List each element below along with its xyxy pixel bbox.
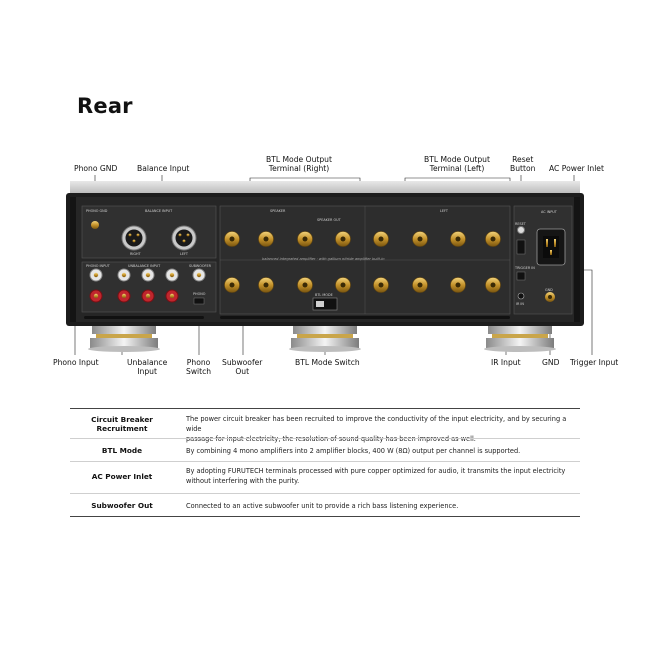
feature-desc-subwoofer: Connected to an active subwoofer unit to… — [186, 501, 582, 511]
feature-title-subwoofer: Subwoofer Out — [70, 501, 174, 510]
feature-title-line: BTL Mode — [101, 446, 143, 455]
panel-label-left: LEFT — [180, 252, 188, 256]
callout-subwoofer-line2: Out — [235, 367, 250, 376]
panel-label-right: RIGHT — [130, 252, 141, 256]
panel-label-reset: RESET — [515, 222, 526, 226]
feature-desc-ac-inlet: By adopting FURUTECH terminals processed… — [186, 466, 582, 486]
callout-btl-left-line1: BTL Mode Output — [424, 155, 490, 164]
panel-label-btl: BTL MODE — [315, 293, 333, 297]
feature-title-ac-inlet: AC Power Inlet — [70, 472, 174, 481]
panel-label-brand-line: balanced integrated amplifier · with gal… — [262, 257, 385, 261]
panel-label-trigger: TRIGGER IN — [515, 266, 535, 270]
callout-btl-left-line2: Terminal (Left) — [429, 164, 485, 173]
feature-desc-circuit-breaker: The power circuit breaker has been recru… — [186, 414, 582, 444]
callout-subwoofer-line1: Subwoofer — [222, 358, 263, 367]
panel-label-unbalance: UNBALANCE INPUT — [128, 264, 161, 268]
table-top-rule — [70, 408, 580, 409]
feature-desc-btl-mode: By combining 4 mono amplifiers into 2 am… — [186, 446, 582, 456]
table-row-divider — [70, 438, 580, 439]
callout-phono-switch: Phono Switch — [186, 358, 211, 376]
callout-reset: Reset Button — [510, 155, 535, 173]
panel-label-speaker-right: SPEAKER — [270, 209, 286, 213]
callout-balance-input: Balance Input — [137, 164, 190, 173]
panel-label-speaker-out: SPEAKER OUT — [317, 218, 341, 222]
leader-lines — [74, 175, 593, 355]
feature-desc-line: By adopting FURUTECH terminals processed… — [186, 467, 566, 475]
callout-btl-left: BTL Mode Output Terminal (Left) — [424, 155, 490, 173]
panel-label-ir: IR IN — [516, 302, 524, 306]
feature-desc-line: Connected to an active subwoofer unit to… — [186, 502, 459, 510]
panel-label-ac-input: AC INPUT — [541, 210, 557, 214]
callout-unbalance-input: Unbalance Input — [127, 358, 167, 376]
panel-label-phono: PHONO — [193, 292, 206, 296]
panel-label-phono-input: PHONO INPUT — [86, 264, 110, 268]
page-title: Rear — [77, 94, 133, 118]
feature-title-line: Recruitment — [96, 424, 148, 433]
callout-reset-line1: Reset — [512, 155, 534, 164]
callout-subwoofer-out: Subwoofer Out — [222, 358, 262, 376]
panel-label-gnd: GND — [545, 288, 553, 292]
callout-ir-input: IR Input — [491, 358, 521, 367]
callout-phono-switch-line2: Switch — [186, 367, 212, 376]
callout-phono-input: Phono Input — [53, 358, 99, 367]
feature-title-circuit-breaker: Circuit Breaker Recruitment — [70, 415, 174, 433]
feature-title-line: AC Power Inlet — [91, 472, 153, 481]
callout-phono-switch-line1: Phono — [186, 358, 211, 367]
panel-label-subwoofer: SUBWOOFER — [189, 264, 211, 268]
callout-unbalance-line1: Unbalance — [127, 358, 168, 367]
feature-desc-line: The power circuit breaker has been recru… — [186, 415, 567, 433]
feature-title-btl-mode: BTL Mode — [70, 446, 174, 455]
callout-btl-right-line2: Terminal (Right) — [268, 164, 330, 173]
table-row-divider — [70, 493, 580, 494]
callout-btl-right-line1: BTL Mode Output — [266, 155, 332, 164]
feature-desc-line: without interfering with the purity. — [186, 477, 300, 485]
feature-title-line: Subwoofer Out — [91, 501, 153, 510]
callout-unbalance-line2: Input — [137, 367, 157, 376]
panel-label-speaker-left: LEFT — [440, 209, 448, 213]
callout-trigger-input: Trigger Input — [570, 358, 619, 367]
panel-label-phono-gnd: PHONO GND — [86, 209, 108, 213]
feature-desc-line: passage for input electricity, the resol… — [186, 435, 476, 443]
callout-btl-switch: BTL Mode Switch — [295, 358, 360, 367]
table-row-divider — [70, 461, 580, 462]
table-bottom-rule — [70, 516, 580, 517]
callout-ac-inlet: AC Power Inlet — [549, 164, 604, 173]
feature-title-line: Circuit Breaker — [91, 415, 153, 424]
panel-label-balance: BALANCE INPUT — [145, 209, 173, 213]
callout-btl-right: BTL Mode Output Terminal (Right) — [266, 155, 332, 173]
feature-desc-line: By combining 4 mono amplifiers into 2 am… — [186, 447, 521, 455]
callout-reset-line2: Button — [510, 164, 536, 173]
callout-phono-gnd: Phono GND — [74, 164, 118, 173]
callout-gnd: GND — [542, 358, 560, 367]
